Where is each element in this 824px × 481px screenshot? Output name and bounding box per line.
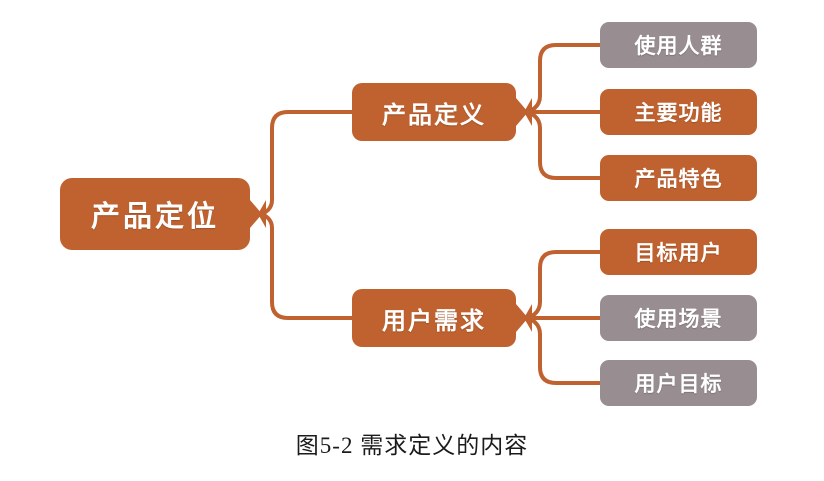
- node-leaf-main-features[interactable]: 主要功能: [600, 89, 757, 135]
- node-leaf-label: 使用场景: [634, 308, 723, 331]
- node-leaf-usage-scenarios[interactable]: 使用场景: [600, 295, 757, 341]
- node-branch-label: 产品定义: [382, 101, 486, 129]
- node-leaf-label: 主要功能: [634, 102, 723, 125]
- node-leaf-user-group[interactable]: 使用人群: [600, 22, 757, 68]
- node-leaf-label: 使用人群: [634, 35, 723, 58]
- node-leaf-product-characteristics[interactable]: 产品特色: [600, 155, 757, 201]
- figure-caption: 图5-2 需求定义的内容: [295, 433, 529, 458]
- mindmap-diagram: 产品定位 产品定义 使用人群 主要功能 产品特色 用户需求 目标用户 使用场景 …: [60, 22, 757, 406]
- node-leaf-label: 产品特色: [634, 168, 723, 191]
- node-leaf-target-users[interactable]: 目标用户: [600, 229, 757, 275]
- node-branch-product-definition[interactable]: 产品定义: [352, 83, 516, 141]
- node-branch-label: 用户需求: [382, 307, 486, 335]
- node-root-label: 产品定位: [90, 201, 219, 233]
- node-branch-user-requirements[interactable]: 用户需求: [352, 289, 516, 347]
- node-leaf-label: 用户目标: [634, 373, 723, 396]
- node-root[interactable]: 产品定位: [60, 178, 250, 250]
- node-leaf-label: 目标用户: [634, 242, 723, 265]
- node-leaf-user-goals[interactable]: 用户目标: [600, 360, 757, 406]
